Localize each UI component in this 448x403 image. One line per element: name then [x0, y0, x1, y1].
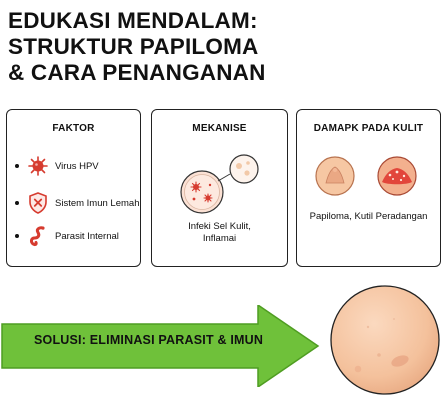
solution-label: SOLUSI: ELIMINASI PARASIT & IMUN	[34, 333, 264, 347]
shield-x-icon	[29, 192, 47, 214]
factor-label-imun: Sistem Imun Lemah	[55, 197, 140, 209]
mekanise-caption-line-2: Inflamai	[202, 233, 237, 244]
mekanise-caption: Infeki Sel Kulit, Inflamai	[152, 221, 287, 245]
factor-item-virus: Virus HPV	[15, 156, 99, 176]
bullet-icon	[15, 234, 19, 238]
factor-item-parasit: Parasit Internal	[15, 225, 119, 247]
title-line-3: & CARA PENANGANAN	[8, 60, 266, 85]
factor-label-virus: Virus HPV	[55, 160, 99, 172]
factor-item-imun: Sistem Imun Lemah	[15, 192, 139, 214]
dampak-heading: DAMAPK PADA KULIT	[313, 123, 424, 134]
mekanise-caption-line-1: Infeki Sel Kulit,	[188, 221, 251, 232]
mekanise-heading: MEKANISE	[192, 123, 247, 134]
bullet-icon	[15, 164, 19, 168]
title-line-2: STRUKTUR PAPILOMA	[8, 34, 259, 59]
factor-label-parasit: Parasit Internal	[55, 230, 119, 242]
dampak-panel: DAMAPK PADA KULIT Papiloma, Kutil Perada…	[296, 109, 441, 267]
faktor-heading: FAKTOR	[52, 123, 95, 134]
cell-infection-illustration	[180, 154, 259, 214]
bullet-icon	[15, 201, 19, 205]
inflamed-skin-icon	[377, 156, 417, 196]
dampak-caption: Papiloma, Kutil Peradangan	[309, 211, 428, 222]
virus-icon	[28, 156, 48, 176]
mekanise-panel: MEKANISE Infeki Sel Kulit, Inflamai	[151, 109, 288, 267]
worm-icon	[29, 226, 45, 247]
title-line-1: EDUKASI MENDALAM:	[8, 8, 258, 33]
faktor-panel: FAKTOR Virus HPV Sistem Imun Lemah	[6, 109, 141, 267]
healed-skin-circle	[330, 285, 440, 395]
solution-arrow	[1, 305, 320, 387]
page-title: EDUKASI MENDALAM: STRUKTUR PAPILOMA & CA…	[8, 8, 266, 86]
papilloma-skin-icon	[315, 156, 355, 196]
